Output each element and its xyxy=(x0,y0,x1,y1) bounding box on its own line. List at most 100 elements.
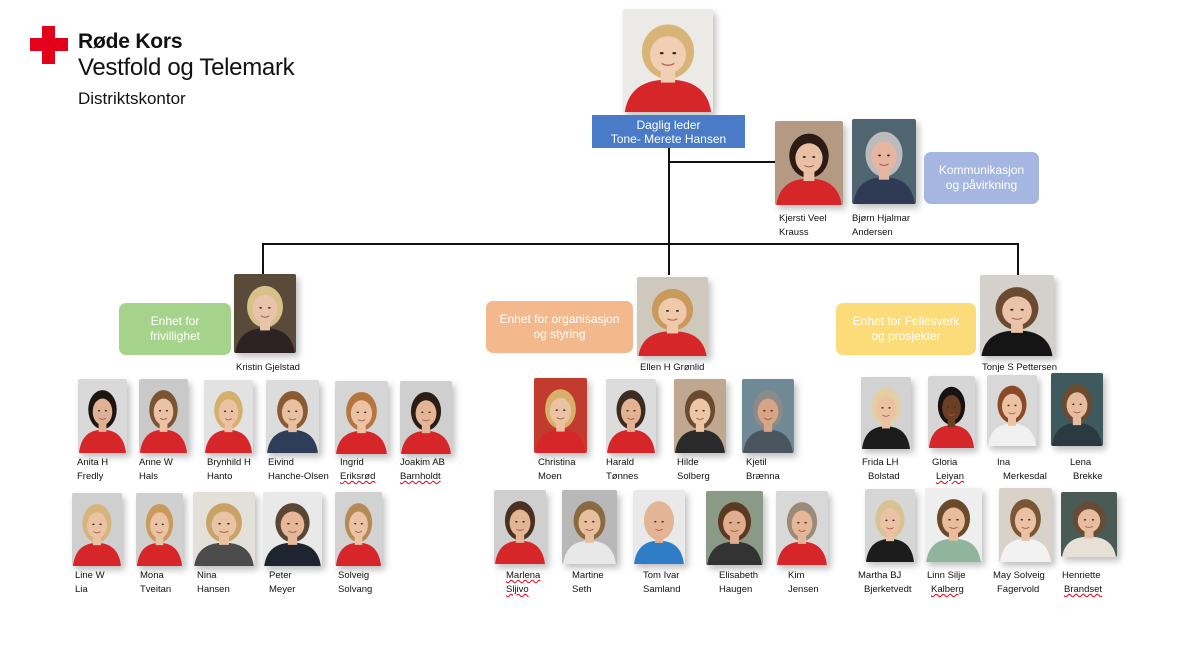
person-silhouette-icon xyxy=(633,490,685,564)
person-silhouette-icon xyxy=(606,379,656,453)
logo-office: Distriktskontor xyxy=(78,89,186,108)
person-silhouette-icon xyxy=(637,277,708,356)
portrait-ingrid xyxy=(335,381,388,454)
unit-head-name: Kristin Gjelstad xyxy=(236,362,300,373)
portrait-kristin xyxy=(234,274,296,353)
person-silhouette-icon xyxy=(623,9,713,112)
person-silhouette-icon xyxy=(776,491,828,565)
person-silhouette-icon xyxy=(775,121,843,205)
portrait-solveig xyxy=(335,492,382,566)
person-silhouette-icon xyxy=(861,377,911,449)
portrait-eivind xyxy=(266,380,319,453)
person-silhouette-icon xyxy=(562,490,617,564)
portrait-anne xyxy=(139,379,188,453)
person-silhouette-icon xyxy=(139,379,188,453)
person-silhouette-icon xyxy=(78,379,127,453)
portrait-peter xyxy=(263,492,322,566)
portrait-linn-silje xyxy=(925,488,982,562)
portrait-ellen xyxy=(637,277,708,356)
person-silhouette-icon xyxy=(1061,492,1117,557)
portrait-tom-ivar xyxy=(633,490,685,564)
person-silhouette-icon xyxy=(193,492,255,566)
leader-title: Daglig leder xyxy=(636,117,701,132)
person-silhouette-icon xyxy=(706,491,763,565)
unit-head-name: Ellen H Grønlid xyxy=(640,362,705,373)
unit-head-name: Tonje S Pettersen xyxy=(982,362,1057,373)
portrait-may-solveig xyxy=(999,488,1052,562)
person-silhouette-icon xyxy=(263,492,322,566)
person-silhouette-icon xyxy=(266,380,319,453)
person-silhouette-icon xyxy=(234,274,296,353)
connector-line xyxy=(262,243,1019,245)
portrait-nina xyxy=(193,492,255,566)
person-silhouette-icon xyxy=(987,375,1037,446)
portrait-martha xyxy=(865,489,915,562)
person-silhouette-icon xyxy=(494,490,546,564)
person-silhouette-icon xyxy=(335,381,388,454)
connector-line xyxy=(262,243,264,275)
portrait-christina xyxy=(534,378,587,453)
leader-name: Tone- Merete Hansen xyxy=(610,131,727,146)
portrait-hilde xyxy=(674,379,726,453)
portrait-marlena xyxy=(494,490,546,564)
person-silhouette-icon xyxy=(674,379,726,453)
connector-line xyxy=(1017,243,1019,275)
connector-line xyxy=(669,161,775,163)
logo-region: Vestfold og Telemark xyxy=(78,54,295,81)
person-silhouette-icon xyxy=(928,376,975,448)
person-silhouette-icon xyxy=(999,488,1052,562)
portrait-leader xyxy=(623,9,713,112)
portrait-lena xyxy=(1051,373,1103,446)
portrait-bjorn xyxy=(852,119,916,204)
person-silhouette-icon xyxy=(400,381,452,454)
person-silhouette-icon xyxy=(534,378,587,453)
leader-box: Daglig leder Tone- Merete Hansen xyxy=(592,115,745,148)
red-cross-icon xyxy=(30,26,68,64)
portrait-henriette xyxy=(1061,492,1117,557)
person-silhouette-icon xyxy=(925,488,982,562)
portrait-frida xyxy=(861,377,911,449)
portrait-gloria xyxy=(928,376,975,448)
portrait-mona xyxy=(136,493,183,566)
portrait-joakim xyxy=(400,381,452,454)
person-silhouette-icon xyxy=(1051,373,1103,446)
person-silhouette-icon xyxy=(980,275,1054,356)
portrait-tonje xyxy=(980,275,1054,356)
person-silhouette-icon xyxy=(204,380,253,453)
person-silhouette-icon xyxy=(865,489,915,562)
portrait-elisabeth xyxy=(706,491,763,565)
portrait-martine xyxy=(562,490,617,564)
portrait-kjersti xyxy=(775,121,843,205)
logo-organisation-name: Røde Kors xyxy=(78,30,183,53)
person-silhouette-icon xyxy=(72,493,122,566)
portrait-ina xyxy=(987,375,1037,446)
